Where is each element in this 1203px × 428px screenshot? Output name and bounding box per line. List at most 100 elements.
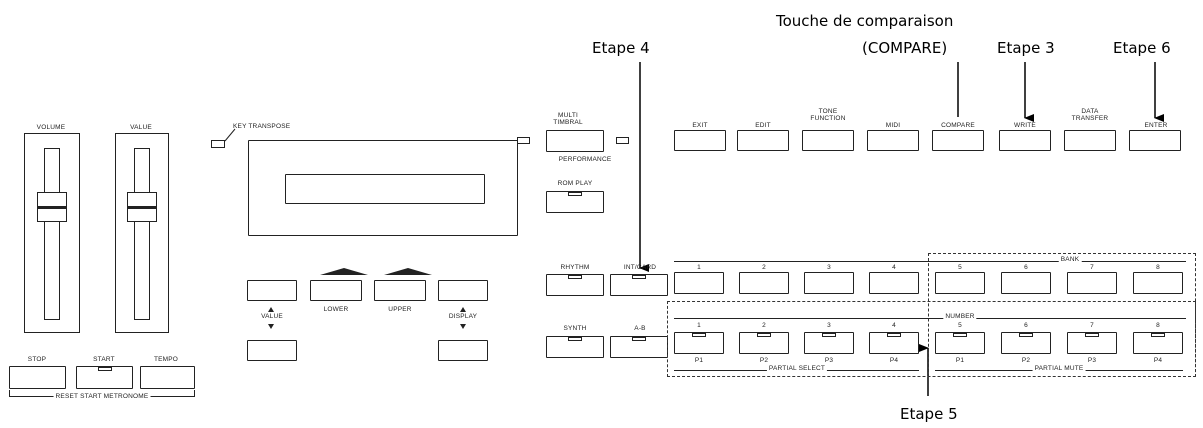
a-b-button[interactable] (610, 336, 668, 358)
number-label: NUMBER (943, 313, 977, 320)
value-up-button[interactable] (247, 280, 297, 301)
rhythm-led (568, 275, 582, 279)
bank-digit-2: 2 (762, 264, 766, 271)
int-card-button[interactable] (610, 274, 668, 296)
bank-header-line (674, 261, 1186, 262)
key-transpose-led (211, 140, 225, 148)
multi-timbral-label: MULTI TIMBRAL (553, 112, 583, 126)
bank-digit-3: 3 (827, 264, 831, 271)
transport-bracket-label: RESET START METRONOME (53, 393, 151, 400)
transport-bracket-left (9, 390, 10, 396)
partial-mute-label: PARTIAL MUTE (1032, 365, 1086, 372)
edit-label: EDIT (755, 122, 771, 129)
rom-play-label: ROM PLAY (557, 180, 593, 187)
number-sub-1: P1 (694, 357, 704, 364)
bank-7-button[interactable] (1067, 272, 1117, 294)
lower-button[interactable] (310, 280, 362, 301)
number-sub-8: P4 (1153, 357, 1163, 364)
bank-1-button[interactable] (674, 272, 724, 294)
start-button[interactable] (76, 366, 133, 389)
bank-5-button[interactable] (935, 272, 985, 294)
lower-label: LOWER (323, 306, 349, 313)
bank-label: BANK (1058, 256, 1082, 263)
number-digit-2: 2 (762, 322, 766, 329)
number-8-button[interactable] (1133, 332, 1183, 354)
number-4-button[interactable] (869, 332, 919, 354)
tempo-label: TEMPO (153, 356, 179, 363)
number-4-led (887, 333, 901, 337)
upper-wedge-icon (384, 268, 432, 275)
number-2-button[interactable] (739, 332, 789, 354)
number-digit-5: 5 (958, 322, 962, 329)
performance-led (616, 137, 629, 144)
performance-label: PERFORMANCE (558, 156, 612, 163)
number-3-button[interactable] (804, 332, 854, 354)
number-sub-4: P4 (889, 357, 899, 364)
multi-timbral-led (517, 137, 530, 144)
bank-2-button[interactable] (739, 272, 789, 294)
a-b-label: A-B (634, 325, 646, 332)
compare-button[interactable] (932, 130, 984, 151)
value-up-arrow-icon (268, 307, 274, 312)
volume-slider-track (44, 148, 60, 320)
lower-wedge-icon (320, 268, 368, 275)
value-slider-label: VALUE (130, 124, 152, 131)
multi-timbral-performance-button[interactable] (546, 130, 604, 152)
exit-button[interactable] (674, 130, 726, 151)
number-digit-6: 6 (1024, 322, 1028, 329)
number-digit-1: 1 (697, 322, 701, 329)
edit-button[interactable] (737, 130, 789, 151)
display-button-label: DISPLAY (448, 313, 478, 320)
number-7-button[interactable] (1067, 332, 1117, 354)
number-8-led (1151, 333, 1165, 337)
volume-label: VOLUME (36, 124, 66, 131)
bank-digit-1: 1 (697, 264, 701, 271)
bank-8-button[interactable] (1133, 272, 1183, 294)
bank-6-button[interactable] (1001, 272, 1051, 294)
number-digit-7: 7 (1090, 322, 1094, 329)
volume-slider-knob[interactable] (37, 192, 67, 222)
tempo-button[interactable] (140, 366, 195, 389)
number-5-button[interactable] (935, 332, 985, 354)
bank-digit-7: 7 (1090, 264, 1094, 271)
value-down-arrow-icon (268, 324, 274, 329)
number-sub-7: P3 (1087, 357, 1097, 364)
compare-annotation-line2: (COMPARE) (862, 39, 948, 57)
bank-4-button[interactable] (869, 272, 919, 294)
data-transfer-label: DATA TRANSFER (1071, 108, 1109, 122)
start-label: START (93, 356, 115, 363)
value-button-label: VALUE (261, 313, 283, 320)
number-2-led (757, 333, 771, 337)
bank-digit-6: 6 (1024, 264, 1028, 271)
start-led (97, 367, 112, 371)
midi-button[interactable] (867, 130, 919, 151)
number-digit-8: 8 (1156, 322, 1160, 329)
number-digit-4: 4 (892, 322, 896, 329)
rom-play-led (568, 192, 582, 196)
upper-button[interactable] (374, 280, 426, 301)
key-transpose-label: KEY TRANSPOSE (233, 123, 291, 130)
rom-play-button[interactable] (546, 191, 604, 213)
write-button[interactable] (999, 130, 1051, 151)
tone-function-button[interactable] (802, 130, 854, 151)
synth-button[interactable] (546, 336, 604, 358)
value-slider-knob[interactable] (127, 192, 157, 222)
int-card-led (632, 275, 646, 279)
display-up-button[interactable] (438, 280, 488, 301)
number-sub-3: P3 (824, 357, 834, 364)
display-down-button[interactable] (438, 340, 488, 361)
number-sub-5: P1 (955, 357, 965, 364)
number-6-button[interactable] (1001, 332, 1051, 354)
synth-label: SYNTH (563, 325, 587, 332)
bank-digit-8: 8 (1156, 264, 1160, 271)
partial-select-label: PARTIAL SELECT (766, 365, 828, 372)
stop-button[interactable] (9, 366, 66, 389)
bank-3-button[interactable] (804, 272, 854, 294)
value-down-button[interactable] (247, 340, 297, 361)
rhythm-button[interactable] (546, 274, 604, 296)
enter-button[interactable] (1129, 130, 1181, 151)
number-1-button[interactable] (674, 332, 724, 354)
write-label: WRITE (1014, 122, 1036, 129)
data-transfer-button[interactable] (1064, 130, 1116, 151)
